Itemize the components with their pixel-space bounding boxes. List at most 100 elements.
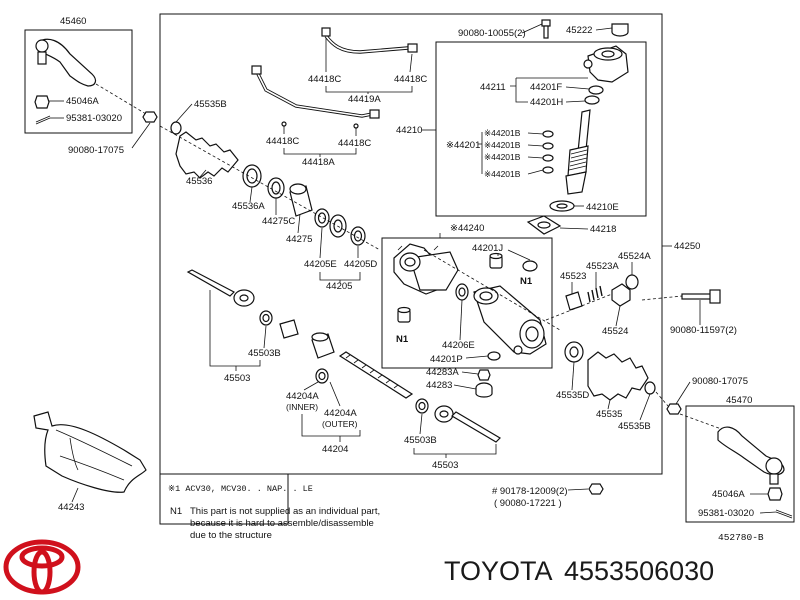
label-44205: 44205 (326, 281, 352, 292)
label-44201B-3: ※44201B (484, 152, 521, 162)
cap-45222 (611, 23, 629, 37)
label-44201B-2: ※44201B (484, 140, 521, 150)
main-frame (159, 13, 663, 475)
label-N1-a: N1 (520, 276, 533, 287)
spring-45523A (587, 285, 603, 303)
gasket-44218 (526, 215, 562, 235)
label-45535D: 45535D (556, 390, 589, 401)
label-44283: 44283 (426, 380, 452, 391)
label-44204A-inner: 44204A (286, 391, 319, 402)
rack-bar (338, 351, 414, 399)
label-45470: 45470 (726, 395, 752, 406)
nut-90178-12009 (588, 483, 604, 495)
note-n1-key: N1 (170, 506, 182, 517)
label-45046A-top: 45046A (66, 96, 99, 107)
label-44204A-outer: 44204A (324, 408, 357, 419)
bushing-44275 (289, 183, 313, 217)
valve-assembly-box (435, 41, 647, 217)
label-44275C: 44275C (262, 216, 295, 227)
ring-44201P (487, 351, 501, 361)
ring-44201B-3 (542, 154, 554, 162)
label-44218: 44218 (590, 224, 616, 235)
label-44201B-1: ※44201B (484, 128, 521, 138)
label-45503-a: 45503 (224, 373, 250, 384)
guide-45523 (565, 291, 583, 311)
footnote-1: ※1 ACV30, MCV30. . NAP. . LE (168, 484, 313, 494)
inner-tie-rod-right (434, 405, 501, 443)
label-44211: 44211 (480, 82, 506, 93)
label-45535B-r: 45535B (618, 421, 651, 432)
label-44210: 44210 (396, 125, 422, 136)
label-44205E: 44205E (304, 259, 337, 270)
bolt-90080-10055 (541, 19, 551, 39)
ring-44201B-4 (542, 166, 554, 174)
label-44201: ※44201 (446, 140, 480, 151)
seal-44201F (588, 85, 604, 95)
protector-44243 (33, 411, 147, 493)
valve-housing (583, 45, 629, 83)
plug-44201J (489, 252, 503, 269)
right-tie-rod-box (685, 405, 795, 523)
ring-44201J (522, 260, 538, 272)
label-90080-17075-right: 90080-17075 (692, 376, 748, 387)
left-boot (170, 121, 239, 179)
cylinder-housing (473, 285, 547, 355)
nut-45524A (625, 274, 639, 290)
note-n1-line3: due to the structure (190, 530, 272, 541)
right-tie-rod-end (717, 426, 793, 519)
ring-44201B-2 (542, 142, 554, 150)
label-44243: 44243 (58, 502, 84, 513)
right-boot (587, 351, 656, 401)
label-44210E: 44210E (586, 202, 619, 213)
rack-housing-44240 (393, 243, 459, 295)
label-95381-top: 95381-03020 (66, 113, 122, 124)
label-45536A: 45536A (232, 201, 265, 212)
label-44418C-b: 44418C (394, 74, 427, 85)
label-45536: 45536 (186, 176, 212, 187)
label-44201F: 44201F (530, 82, 562, 93)
label-44204: 44204 (322, 444, 348, 455)
label-44419A: 44419A (348, 94, 381, 105)
clip-44418C-c (281, 121, 287, 127)
label-45503-b: 45503 (432, 460, 458, 471)
label-45535: 45535 (596, 409, 622, 420)
label-44201P: 44201P (430, 354, 463, 365)
tube-44419A (321, 27, 418, 54)
rack-bushing (279, 319, 335, 359)
note-n1-line1: This part is not supplied as an individu… (190, 506, 380, 517)
label-90178: # 90178-12009(2) (492, 486, 568, 497)
label-90080-11597: 90080-11597(2) (670, 325, 737, 336)
footnote-box (159, 473, 289, 525)
label-outer: (OUTER) (322, 419, 358, 429)
label-45460: 45460 (60, 16, 86, 27)
ring-44201B-1 (542, 130, 554, 138)
clip-44418C-d (353, 123, 359, 129)
part-number: 4553506030 (564, 556, 714, 586)
label-inner: (INNER) (286, 402, 318, 412)
label-90080-10055: 90080-10055(2) (458, 28, 526, 39)
label-44250: 44250 (674, 241, 700, 252)
toyota-logo (3, 539, 81, 595)
label-44201H: 44201H (530, 97, 563, 108)
inner-tie-rod-left (186, 269, 255, 307)
label-45524A: 45524A (618, 251, 651, 262)
label-44201B-4: ※44201B (484, 169, 521, 179)
label-44418C-d: 44418C (338, 138, 371, 149)
left-tie-rod-box (24, 29, 133, 134)
label-44201J: 44201J (472, 243, 503, 254)
label-90080-17075-left: 90080-17075 (68, 145, 124, 156)
plug-N1 (397, 306, 411, 323)
label-44240: ※44240 (450, 223, 484, 234)
nut-90080-17075-left (142, 111, 158, 123)
label-44283A: 44283A (426, 367, 459, 378)
label-95381-right: 95381-03020 (698, 508, 754, 519)
seal-44201H (584, 95, 600, 105)
label-44275: 44275 (286, 234, 312, 245)
label-44206E: 44206E (442, 340, 475, 351)
locknut-45524 (611, 283, 631, 307)
label-45523A: 45523A (586, 261, 619, 272)
left-tie-rod-end (34, 38, 97, 125)
pinion-shaft (565, 109, 591, 195)
label-90080-17221: ( 90080-17221 ) (494, 498, 562, 509)
